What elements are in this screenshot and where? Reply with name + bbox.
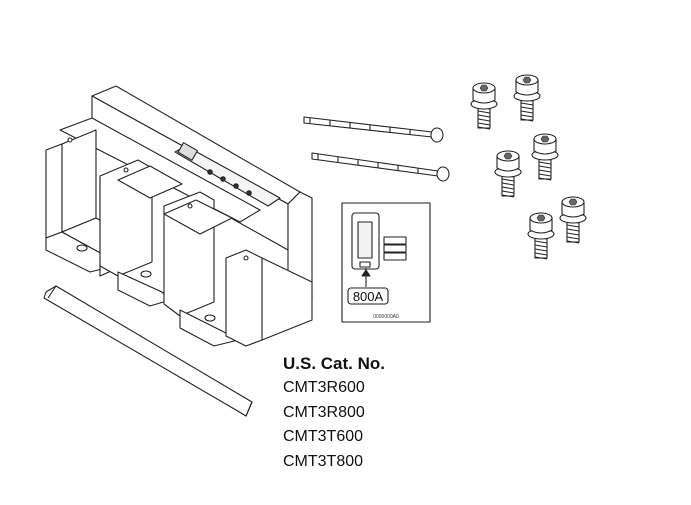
socket-head-screw-icon — [470, 82, 498, 130]
long-screw-icon — [311, 152, 450, 182]
terminal-cover-icon — [45, 85, 313, 347]
socket-head-screw-icon — [531, 133, 559, 181]
catalog-number-list: U.S. Cat. No. CMT3R600 CMT3R800 CMT3T600… — [283, 352, 463, 474]
rating-label-box — [347, 287, 389, 305]
rating-label-inset — [341, 202, 431, 323]
catalog-item: CMT3R600 — [283, 379, 365, 396]
catalog-heading: U.S. Cat. No. — [283, 354, 386, 373]
part-code-text: 0000000A0 — [373, 314, 399, 320]
catalog-item: CMT3T600 — [283, 428, 364, 445]
socket-head-screw-icon — [494, 150, 522, 198]
long-screw-icon — [303, 116, 444, 143]
rating-label-text: 800A — [353, 289, 384, 304]
insulating-rod-icon — [43, 285, 253, 417]
socket-head-screw-icon — [513, 74, 541, 122]
catalog-item: CMT3R800 — [283, 403, 365, 421]
catalog-item: CMT3T800 — [283, 452, 364, 470]
socket-head-screw-icon — [559, 196, 587, 244]
socket-head-screw-icon — [527, 212, 555, 260]
